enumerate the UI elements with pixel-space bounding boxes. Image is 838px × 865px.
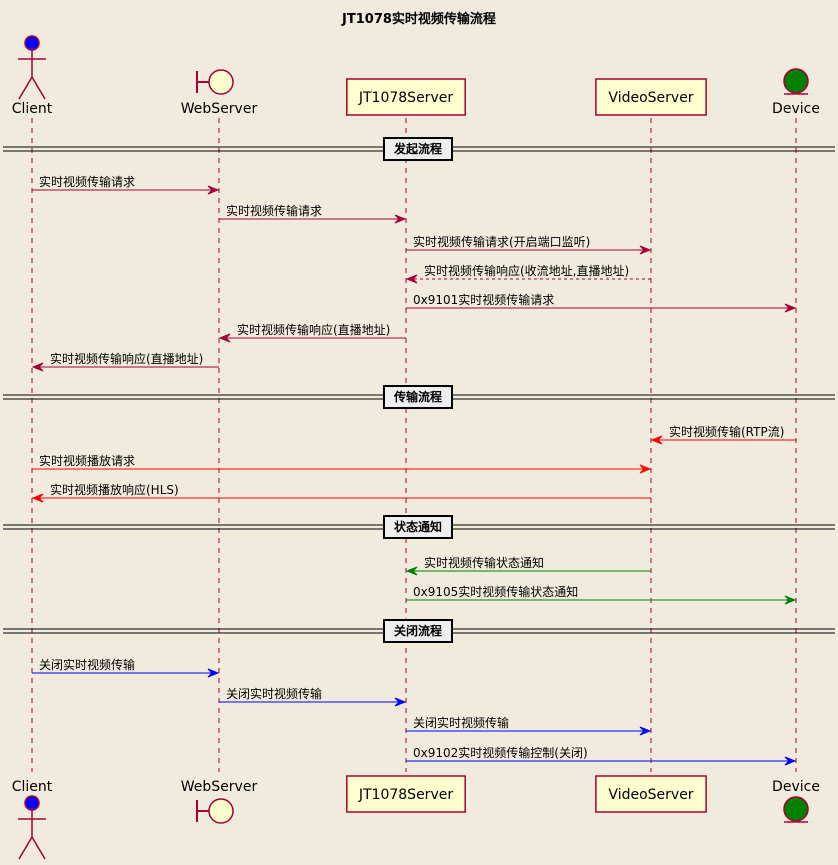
participant-device-bottom: Device: [772, 779, 820, 823]
message-label: 关闭实时视频传输: [39, 657, 135, 672]
message-label: 实时视频传输响应(收流地址,直播地址): [424, 263, 629, 278]
message-arrow: 0x9101实时视频传输请求: [406, 292, 797, 313]
section-label: 传输流程: [393, 389, 442, 404]
participant-videoserver-bottom: VideoServer: [595, 775, 707, 813]
lifelines: [31, 118, 797, 772]
divider-box: [383, 619, 453, 643]
actor-head-icon: [24, 795, 40, 811]
message-arrow: 关闭实时视频传输: [219, 686, 407, 707]
participant-webserver-top: WebServer: [181, 69, 258, 117]
participant-jt1078server-bottom: JT1078Server: [346, 775, 466, 813]
section-label: 关闭流程: [394, 623, 442, 638]
participant-label: WebServer: [181, 779, 258, 795]
arrowhead-icon: [405, 274, 418, 284]
participant-label: VideoServer: [608, 787, 693, 803]
arrowhead-icon: [31, 362, 44, 372]
message-arrow: 实时视频播放响应(HLS): [31, 482, 651, 503]
participant-heads: ClientClientWebServerWebServerJT1078Serv…: [12, 35, 820, 860]
participant-label: WebServer: [181, 101, 258, 117]
message-label: 关闭实时视频传输: [226, 686, 322, 701]
section-label: 发起流程: [393, 141, 442, 156]
arrowhead-icon: [394, 214, 407, 224]
participant-label: Device: [772, 101, 820, 117]
arrowhead-icon: [650, 435, 663, 445]
divider-box: [383, 385, 453, 409]
participant-jt1078server-top: JT1078Server: [346, 78, 466, 116]
divider-box: [383, 137, 453, 161]
message-arrow: 实时视频传输状态通知: [405, 555, 651, 576]
message-label: 0x9101实时视频传输请求: [413, 292, 554, 307]
arrowhead-icon: [784, 595, 797, 605]
participant-label: Client: [12, 101, 53, 117]
participant-label: Client: [12, 779, 53, 795]
participant-label: Device: [772, 779, 820, 795]
boundary-circle-icon: [208, 69, 234, 95]
participant-client-top: Client: [12, 35, 53, 117]
entity-circle-icon: [783, 796, 809, 822]
message-label: 实时视频传输请求: [226, 203, 322, 218]
arrowhead-icon: [639, 464, 652, 474]
message-arrow: 实时视频传输请求: [32, 174, 220, 195]
diagram-title: JT1078实时视频传输流程: [341, 11, 496, 27]
arrowhead-icon: [394, 697, 407, 707]
message-arrow: 实时视频传输请求: [219, 203, 407, 224]
arrowhead-icon: [784, 756, 797, 766]
participant-box: [595, 775, 707, 813]
participant-client-bottom: Client: [12, 779, 53, 860]
message-label: 关闭实时视频传输: [413, 715, 509, 730]
message-arrow: 实时视频传输(RTP流): [650, 424, 796, 445]
messages: 实时视频传输请求实时视频传输请求实时视频传输请求(开启端口监听)实时视频传输响应…: [31, 174, 797, 766]
message-label: 实时视频播放请求: [39, 453, 135, 468]
arrowhead-icon: [207, 185, 220, 195]
message-label: 实时视频传输(RTP流): [669, 424, 784, 439]
section-divider: 发起流程: [3, 137, 835, 161]
participant-label: JT1078Server: [358, 90, 453, 106]
entity-circle-icon: [783, 68, 809, 94]
message-arrow: 关闭实时视频传输: [32, 657, 220, 678]
message-arrow: 实时视频传输请求(开启端口监听): [406, 234, 652, 255]
participant-box: [346, 78, 466, 116]
message-label: 实时视频播放响应(HLS): [50, 482, 179, 497]
message-label: 实时视频传输响应(直播地址): [237, 322, 390, 337]
actor-body-icon: [18, 50, 46, 100]
arrowhead-icon: [218, 333, 231, 343]
participant-box: [346, 775, 466, 813]
divider-box: [383, 515, 453, 539]
section-divider: 传输流程: [3, 385, 835, 409]
arrowhead-icon: [639, 726, 652, 736]
message-arrow: 实时视频播放请求: [32, 453, 652, 474]
message-label: 0x9102实时视频传输控制(关闭): [413, 745, 588, 760]
message-arrow: 关闭实时视频传输: [406, 715, 652, 736]
participant-videoserver-top: VideoServer: [595, 78, 707, 116]
message-label: 实时视频传输响应(直播地址): [50, 351, 203, 366]
message-arrow: 0x9102实时视频传输控制(关闭): [406, 745, 797, 766]
message-label: 0x9105实时视频传输状态通知: [413, 584, 578, 599]
section-divider: 状态通知: [3, 515, 835, 539]
participant-label: JT1078Server: [358, 787, 453, 803]
actor-head-icon: [24, 35, 40, 51]
message-arrow: 0x9105实时视频传输状态通知: [406, 584, 797, 605]
boundary-circle-icon: [208, 798, 234, 824]
participant-device-top: Device: [772, 68, 820, 117]
message-arrow: 实时视频传输响应(直播地址): [218, 322, 406, 343]
message-label: 实时视频传输请求: [39, 174, 135, 189]
message-arrow: 实时视频传输响应(收流地址,直播地址): [405, 263, 651, 284]
section-divider: 关闭流程: [3, 619, 835, 643]
participant-box: [595, 78, 707, 116]
arrowhead-icon: [207, 668, 220, 678]
section-label: 状态通知: [394, 519, 442, 534]
arrowhead-icon: [405, 566, 418, 576]
message-label: 实时视频传输请求(开启端口监听): [413, 234, 590, 249]
arrowhead-icon: [784, 303, 797, 313]
participant-webserver-bottom: WebServer: [181, 779, 258, 824]
arrowhead-icon: [639, 245, 652, 255]
message-label: 实时视频传输状态通知: [424, 555, 544, 570]
arrowhead-icon: [31, 493, 44, 503]
actor-body-icon: [18, 810, 46, 860]
message-arrow: 实时视频传输响应(直播地址): [31, 351, 219, 372]
participant-label: VideoServer: [608, 90, 693, 106]
